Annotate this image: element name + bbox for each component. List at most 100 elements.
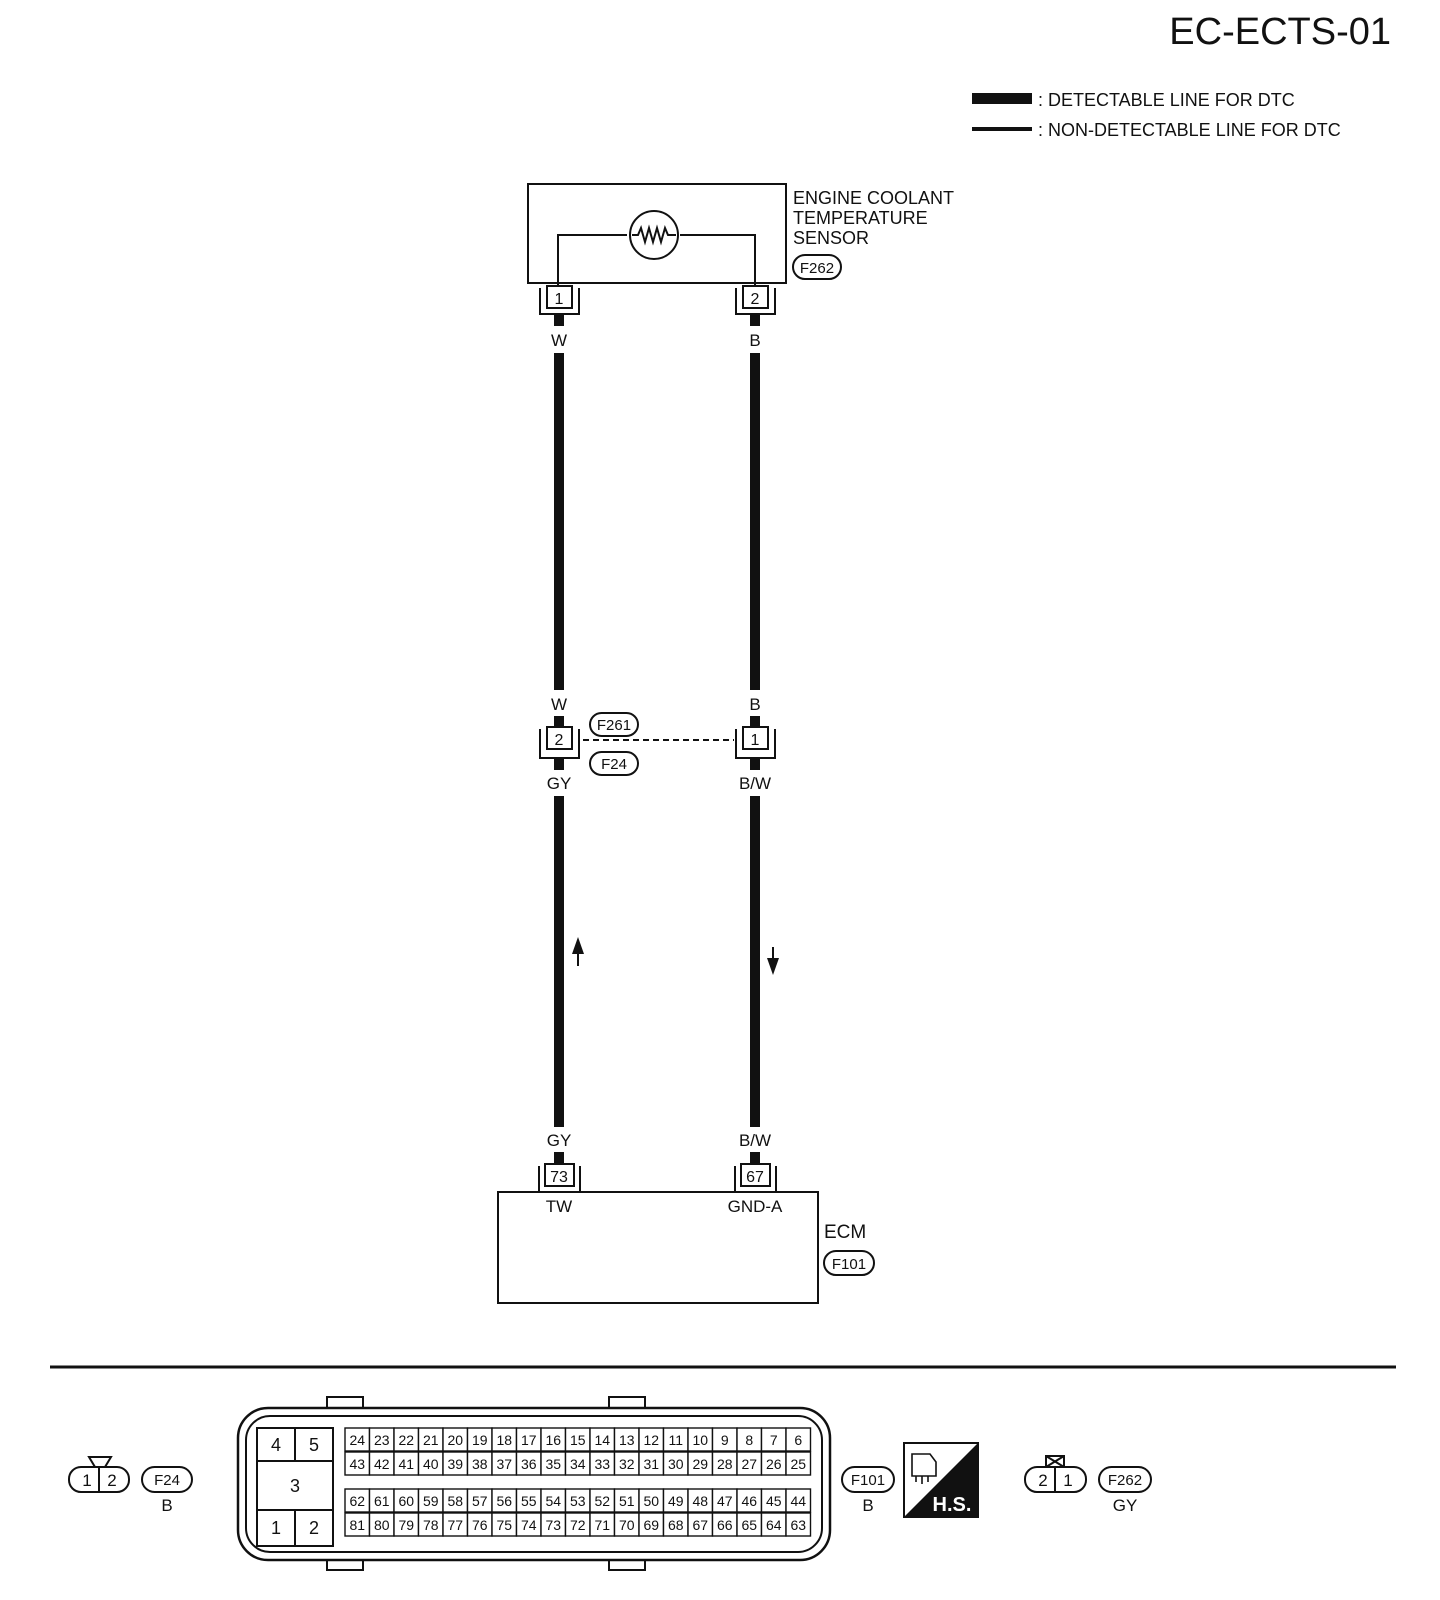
ecm-view-small-pin-5: 5 bbox=[309, 1435, 319, 1455]
junction-pin-right: 1 bbox=[751, 732, 760, 749]
ecm-view-pin-label: 72 bbox=[570, 1517, 586, 1533]
f262-housing-color: GY bbox=[1113, 1496, 1138, 1515]
wire-gy-color-bottom: GY bbox=[547, 1131, 572, 1150]
ecm-view-pin-label: 57 bbox=[472, 1493, 488, 1509]
f262-id-tag-frame bbox=[1098, 1466, 1152, 1493]
ecm-view-pin-label: 77 bbox=[447, 1517, 463, 1533]
connector-housing-icon bbox=[911, 1453, 937, 1484]
ecm-view-pin-label: 15 bbox=[570, 1432, 586, 1448]
ecm-view-pin-label: 38 bbox=[472, 1456, 488, 1472]
junction-pin-right-frame bbox=[742, 726, 769, 750]
ecm-view-pin-label: 56 bbox=[496, 1493, 512, 1509]
ecm-view-pin-label: 23 bbox=[374, 1432, 390, 1448]
ecm-view-pin-cell bbox=[785, 1427, 812, 1452]
ecm-pin-73-frame bbox=[544, 1163, 575, 1187]
sensor-name-line-3: SENSOR bbox=[793, 228, 869, 248]
ecm-view-id-tag: F101 bbox=[851, 1472, 885, 1489]
ecm-view-pin-label: 48 bbox=[692, 1493, 708, 1509]
ecm-view-pin-label: 47 bbox=[717, 1493, 733, 1509]
ecm-view-pin-label: 45 bbox=[766, 1493, 782, 1509]
ecm-view-pin-cell bbox=[785, 1451, 812, 1476]
ecm-view-pin-label: 19 bbox=[472, 1432, 488, 1448]
legend-detectable-label: : DETECTABLE LINE FOR DTC bbox=[1038, 90, 1295, 110]
ecm-view-pin-label: 40 bbox=[423, 1456, 439, 1472]
hs-badge: H.S. bbox=[903, 1442, 979, 1518]
ecm-view-pin-label: 13 bbox=[619, 1432, 635, 1448]
wire-gy-color-top: GY bbox=[547, 774, 572, 793]
sensor-pin-2: 2 bbox=[751, 291, 760, 308]
hs-badge-fill bbox=[904, 1443, 978, 1517]
ecm-view-pin-label: 69 bbox=[643, 1517, 659, 1533]
ecm-view-pin-label: 81 bbox=[349, 1517, 365, 1533]
ecm-view-pin-label: 28 bbox=[717, 1456, 733, 1472]
ecm-pin-67-frame bbox=[740, 1163, 771, 1187]
junction-pin-left: 2 bbox=[555, 732, 564, 749]
ecm-view-small-pin-4: 4 bbox=[271, 1435, 281, 1455]
ecm-view-pin-label: 25 bbox=[790, 1456, 806, 1472]
sensor-component: ENGINE COOLANT TEMPERATURE SENSOR F262 1… bbox=[527, 183, 954, 315]
legend: : DETECTABLE LINE FOR DTC : NON-DETECTAB… bbox=[972, 90, 1341, 140]
ecm-view-pin-label: 66 bbox=[717, 1517, 733, 1533]
ecm-view-inner-shell bbox=[245, 1415, 823, 1553]
f24-id-tag-frame bbox=[141, 1466, 193, 1493]
sensor-name-line-1: ENGINE COOLANT bbox=[793, 188, 954, 208]
ecm-connector-tag: F101 bbox=[832, 1256, 866, 1273]
wire-w-color-top: W bbox=[551, 331, 567, 350]
ecm-view-pin-label: 59 bbox=[423, 1493, 439, 1509]
ecm-view-pin-label: 29 bbox=[692, 1456, 708, 1472]
ecm-view-pin-label: 49 bbox=[668, 1493, 684, 1509]
ecm-view-pin-label: 6 bbox=[794, 1432, 802, 1448]
ecm-view-pin-label: 54 bbox=[545, 1493, 561, 1509]
ecm-name: ECM bbox=[824, 1222, 866, 1243]
ecm-view-pin-label: 7 bbox=[770, 1432, 778, 1448]
ecm-view-pin-label: 68 bbox=[668, 1517, 684, 1533]
junction-tag-bottom: F24 bbox=[601, 756, 627, 773]
sensor-connector-tag-frame bbox=[792, 254, 842, 280]
hs-badge-label: H.S. bbox=[933, 1494, 972, 1516]
junction-tag-bottom-frame bbox=[589, 751, 639, 776]
ecm-view-pin-label: 61 bbox=[374, 1493, 390, 1509]
ecm-view-pin-label: 76 bbox=[472, 1517, 488, 1533]
ecm-view-pin-label: 32 bbox=[619, 1456, 635, 1472]
signal-down-arrow-icon bbox=[767, 958, 779, 975]
legend-non-detectable-label: : NON-DETECTABLE LINE FOR DTC bbox=[1038, 120, 1341, 140]
ecm-view-housing-color: B bbox=[862, 1496, 873, 1515]
ecm-view-pin-label: 62 bbox=[349, 1493, 365, 1509]
ecm-view-pin-label: 73 bbox=[545, 1517, 561, 1533]
junction-tag-top: F261 bbox=[597, 717, 631, 734]
ecm-view-pin-label: 55 bbox=[521, 1493, 537, 1509]
f262-id-tag: F262 bbox=[1108, 1472, 1142, 1489]
ecm-pin-73: 73 bbox=[550, 1169, 568, 1186]
sensor-pin-2-frame bbox=[742, 285, 769, 309]
ecm-view-pin-label: 20 bbox=[447, 1432, 463, 1448]
ecm-view-pin-label: 70 bbox=[619, 1517, 635, 1533]
ecm-connector-tag-frame bbox=[823, 1250, 875, 1276]
ecm-view-pin-label: 9 bbox=[721, 1432, 729, 1448]
f24-pin-2: 2 bbox=[107, 1471, 116, 1490]
ecm-view-pin-label: 24 bbox=[349, 1432, 365, 1448]
ecm-view-id-tag-frame bbox=[841, 1466, 895, 1493]
f24-latch-icon bbox=[87, 1456, 113, 1468]
ecm-view-pin-label: 50 bbox=[643, 1493, 659, 1509]
ecm-view-pin-label: 52 bbox=[594, 1493, 610, 1509]
ecm-view-pin-label: 42 bbox=[374, 1456, 390, 1472]
ecm-view-pin-label: 63 bbox=[790, 1517, 806, 1533]
legend-detectable-swatch bbox=[972, 93, 1032, 104]
ecm-view-pin-label: 8 bbox=[745, 1432, 753, 1448]
ecm-view-pin-label: 34 bbox=[570, 1456, 586, 1472]
ecm-view-small-pin-1: 1 bbox=[271, 1518, 281, 1538]
upper-wires: W B W B bbox=[551, 314, 761, 726]
ecm-view-pin-cell bbox=[785, 1488, 812, 1513]
ecm-view-pin-label: 39 bbox=[447, 1456, 463, 1472]
junction-connector: 2 1 F261 F24 bbox=[539, 712, 776, 776]
sensor-connector-tag: F262 bbox=[800, 260, 834, 277]
ecm-view-pin-label: 75 bbox=[496, 1517, 512, 1533]
wire-b-color-top: B bbox=[749, 331, 760, 350]
ecm-view-pin-label: 36 bbox=[521, 1456, 537, 1472]
ecm-box bbox=[497, 1191, 819, 1304]
ecm-view-pin-label: 11 bbox=[668, 1432, 683, 1448]
ecm-view-pin-label: 10 bbox=[692, 1432, 708, 1448]
